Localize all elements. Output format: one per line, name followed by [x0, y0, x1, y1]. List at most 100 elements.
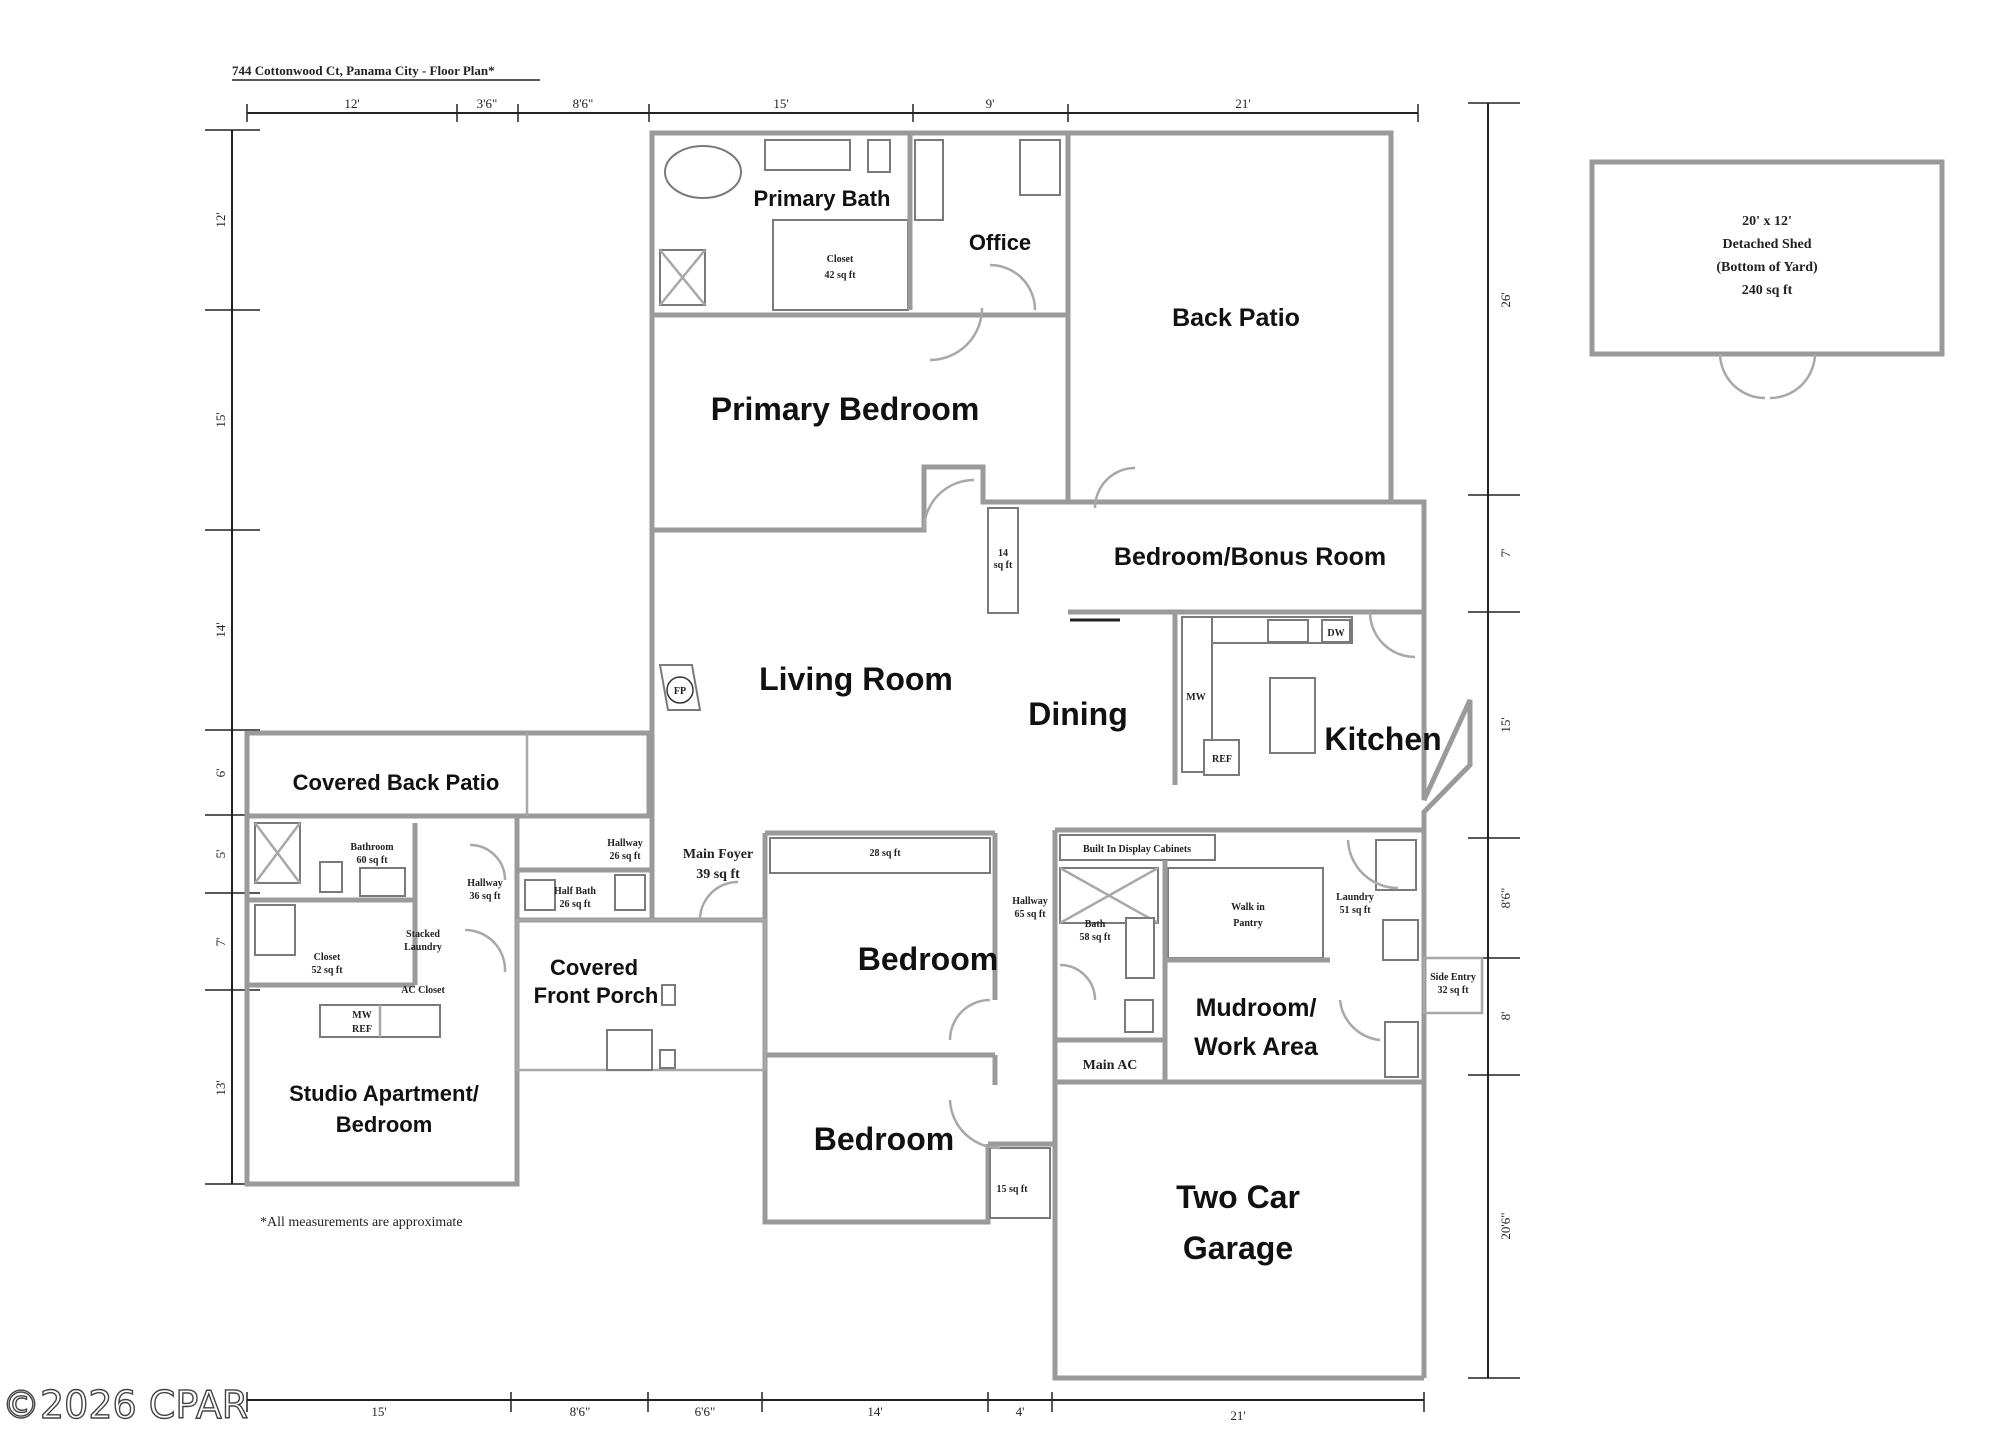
top-dim-label: 21': [1235, 96, 1250, 111]
room-label: 51 sq ft: [1339, 905, 1371, 916]
left-dim-label: 15': [213, 412, 228, 427]
room-label: Walk in: [1231, 902, 1265, 913]
interior-fixtures: [247, 133, 1484, 1219]
top-dim-label: 15': [773, 96, 788, 111]
right-dim-label: 8': [1498, 1012, 1513, 1021]
washer-icon: [1375, 839, 1417, 891]
left-dim-label: 12': [213, 212, 228, 227]
top-dim-label: 12': [344, 96, 359, 111]
detached-shed: 20' x 12' Detached Shed (Bottom of Yard)…: [1589, 159, 1945, 400]
room-label: Built In Display Cabinets: [1083, 844, 1191, 855]
small-closet-outline: [989, 1147, 1051, 1219]
porch-post: [661, 984, 676, 1006]
room-label: Closet: [314, 952, 341, 963]
room-label-bonus-room: Bedroom/Bonus Room: [1114, 543, 1386, 571]
room-label-mudroom: Work Area: [1194, 1033, 1319, 1061]
right-dim-label: 15': [1498, 717, 1513, 732]
left-dimension-bar: 12' 15' 14' 6' 5' 7' 13': [205, 129, 260, 1185]
room-label-garage: Garage: [1183, 1230, 1293, 1266]
room-label: 15 sq ft: [996, 1184, 1028, 1195]
room-label: 52 sq ft: [311, 965, 343, 976]
room-label-main-foyer: Main Foyer: [683, 847, 753, 862]
room-label: 26 sq ft: [609, 851, 641, 862]
right-dim-label: 8'6": [1498, 888, 1513, 909]
room-label: 36 sq ft: [469, 891, 501, 902]
side-entry-box: [1422, 956, 1484, 1015]
room-label-bedroom: Bedroom: [858, 941, 998, 977]
room-label: Pantry: [1233, 918, 1262, 929]
room-label: 26 sq ft: [559, 899, 591, 910]
right-dim-label: 26': [1498, 292, 1513, 307]
porch-post: [659, 1049, 676, 1069]
bath-toilet-icon: [1124, 999, 1154, 1033]
mudroom-shelf: [1384, 1021, 1419, 1078]
fridge-icon: [1203, 739, 1240, 776]
room-label-main-foyer: 39 sq ft: [696, 867, 740, 882]
top-dimension-bar: 12' 3'6" 8'6" 15' 9' 21': [246, 96, 1419, 122]
left-dim-label: 7': [213, 938, 228, 947]
shed-label: 240 sq ft: [1742, 283, 1793, 298]
primary-closet-outline: [772, 219, 909, 311]
bottom-dim-label: 21': [1230, 1408, 1245, 1423]
room-label-primary-bedroom: Primary Bedroom: [711, 391, 980, 427]
shed-label: Detached Shed: [1722, 237, 1811, 252]
room-label-front-porch: Covered: [550, 955, 638, 980]
room-label-studio: Bedroom: [336, 1112, 433, 1137]
room-label: Closet: [827, 254, 854, 265]
bottom-dim-label: 4': [1016, 1404, 1025, 1419]
measurement-note: *All measurements are approximate: [260, 1215, 463, 1230]
room-label: 32 sq ft: [1437, 985, 1469, 996]
room-label: sq ft: [994, 560, 1013, 571]
room-label: Laundry: [404, 942, 442, 953]
appliance-label: REF: [352, 1024, 372, 1035]
right-dim-label: 7': [1498, 549, 1513, 558]
right-dim-label: 20'6": [1498, 1212, 1513, 1239]
studio-sink-icon: [359, 867, 406, 897]
room-label: AC Closet: [401, 985, 445, 996]
studio-toilet-icon: [319, 861, 343, 893]
left-dim-label: 14': [213, 622, 228, 637]
plan-title: 744 Cottonwood Ct, Panama City - Floor P…: [232, 63, 495, 78]
room-label-living-room: Living Room: [759, 661, 953, 697]
room-label-covered-back-patio: Covered Back Patio: [293, 770, 500, 795]
room-label-office: Office: [969, 230, 1031, 255]
top-dim-label: 8'6": [573, 96, 594, 111]
left-dim-label: 5': [213, 850, 228, 859]
room-label-mudroom: Mudroom/: [1196, 994, 1317, 1022]
bath-sink-icon: [1125, 917, 1155, 979]
fireplace-label: FP: [674, 686, 686, 697]
room-label-kitchen: Kitchen: [1324, 721, 1441, 757]
appliance-label: MW: [352, 1010, 371, 1021]
room-label: 28 sq ft: [869, 848, 901, 859]
room-labels: Primary Bath Closet 42 sq ft Office Back…: [289, 186, 1476, 1266]
bottom-dim-label: 6'6": [695, 1404, 716, 1419]
room-label: Laundry: [1336, 892, 1374, 903]
shed-label: (Bottom of Yard): [1716, 260, 1818, 275]
sink-icon: [1267, 619, 1309, 643]
room-label-studio: Studio Apartment/: [289, 1081, 479, 1106]
room-label: Hallway: [607, 838, 643, 849]
appliance-label: DW: [1327, 628, 1344, 639]
office-shelf: [914, 139, 944, 221]
shed-label: 20' x 12': [1742, 214, 1792, 229]
room-label-bedroom: Bedroom: [814, 1121, 954, 1157]
top-dim-label: 9': [986, 96, 995, 111]
room-label: Hallway: [467, 878, 503, 889]
porch-step: [606, 1029, 653, 1071]
exterior-walls: [244, 130, 1473, 1381]
room-label: 14: [998, 548, 1008, 559]
bedroom-closet-outline: [769, 837, 991, 874]
room-label: Bath: [1085, 919, 1106, 930]
pantry-shelving: [1167, 867, 1324, 959]
half-bath-sink-icon: [614, 874, 646, 911]
room-label: Half Bath: [554, 886, 596, 897]
bottom-dim-label: 15': [371, 1404, 386, 1419]
room-label: 42 sq ft: [824, 270, 856, 281]
office-desk: [1019, 139, 1061, 196]
room-label-main-ac: Main AC: [1083, 1058, 1138, 1073]
dryer-icon: [1382, 919, 1419, 961]
room-label-garage: Two Car: [1176, 1179, 1300, 1215]
kitchen-island: [1269, 677, 1316, 754]
left-dim-label: 6': [213, 769, 228, 778]
studio-closet-outline: [254, 904, 296, 956]
